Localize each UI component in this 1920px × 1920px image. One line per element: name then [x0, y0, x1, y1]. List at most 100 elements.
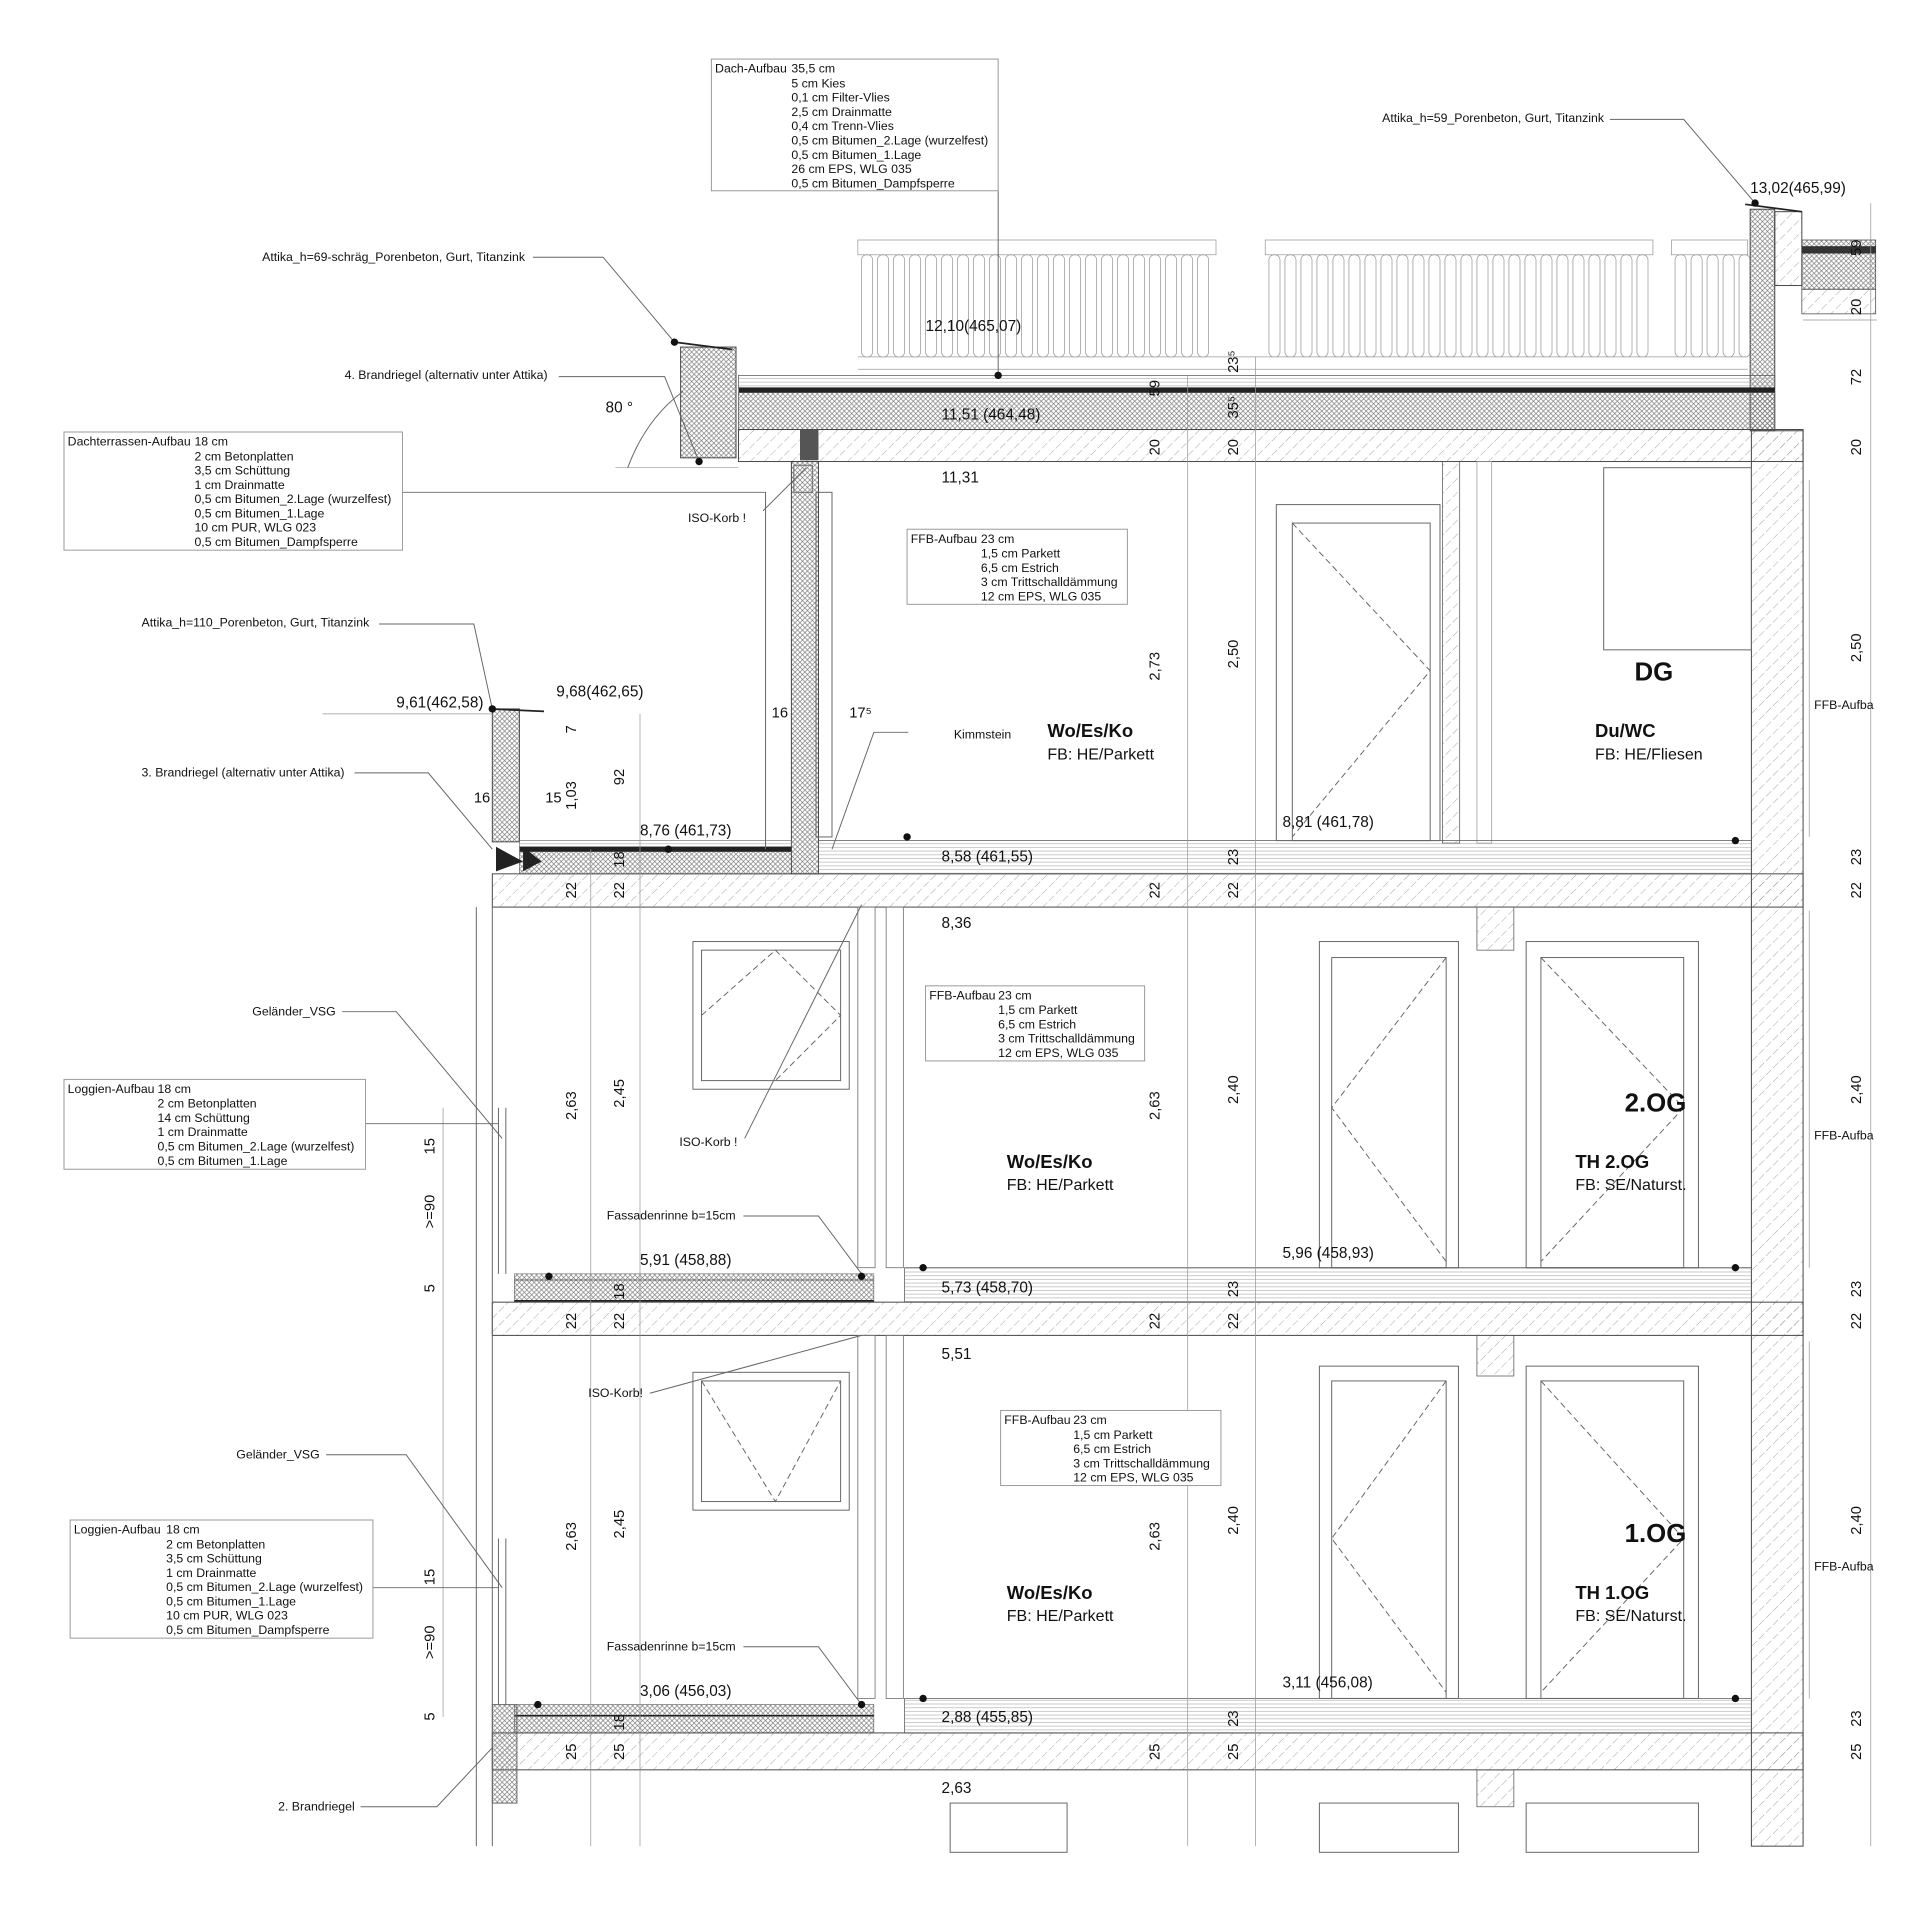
baluster — [877, 254, 889, 358]
dimension-text: 23 — [1226, 849, 1242, 865]
dimension-text: 23 — [1849, 849, 1865, 865]
room-name: TH 2.OG — [1575, 1151, 1649, 1172]
box-item: 0,5 cm Bitumen_1.Lage — [791, 148, 921, 162]
level-mark: 8,58 (461,55) — [942, 849, 1033, 866]
level-mark: 8,81 (461,78) — [1282, 814, 1373, 831]
dimension-text: 2,50 — [1849, 633, 1865, 662]
dimension-text: 23 — [1226, 1710, 1242, 1726]
baluster — [989, 254, 1001, 358]
box-item: 2 cm Betonplatten — [158, 1097, 257, 1111]
note-label: 4. Brandriegel (alternativ unter Attika) — [345, 368, 548, 382]
dimension-text: 2,40 — [1849, 1075, 1865, 1104]
box-total: 23 cm — [998, 988, 1031, 1002]
box-frame — [63, 431, 403, 551]
note-label: Attika_h=110_Porenbeton, Gurt, Titanzink — [142, 615, 371, 629]
baluster — [1706, 254, 1719, 358]
box-frame — [69, 1519, 374, 1639]
baluster — [1738, 254, 1751, 358]
baluster — [1524, 254, 1537, 358]
box-item: 3 cm Trittschalldämmung — [981, 575, 1118, 589]
box-item: 0,5 cm Bitumen_2.Lage (wurzelfest) — [166, 1580, 363, 1594]
windows — [692, 464, 850, 1511]
dimension-text: 18 — [612, 1714, 628, 1730]
dimension-text: 2,40 — [1226, 1075, 1242, 1104]
box-total: 23 cm — [1073, 1413, 1107, 1427]
dimension-text: 25 — [1849, 1744, 1865, 1760]
dimension-text: 2,63 — [1147, 1091, 1163, 1120]
baluster — [1690, 254, 1703, 358]
dimension-text: 35⁵ — [1226, 396, 1242, 419]
box-item: 0,5 cm Bitumen_1.Lage — [166, 1594, 296, 1608]
box-title: FFB-Aufbau — [911, 532, 977, 546]
box-item: 10 cm PUR, WLG 023 — [194, 521, 316, 535]
baluster — [1181, 254, 1193, 358]
storey-label: DG — [1634, 659, 1673, 687]
dimension-text: 25 — [564, 1744, 580, 1760]
baluster — [1332, 254, 1345, 358]
dimension-text: 2,50 — [1226, 640, 1242, 669]
box-item: 12 cm EPS, WLG 035 — [981, 589, 1101, 603]
box-item: 3,5 cm Schüttung — [166, 1552, 262, 1566]
baluster — [1037, 254, 1049, 358]
dimension-text: 2,45 — [612, 1079, 628, 1108]
dimension-text: 22 — [1849, 882, 1865, 898]
baluster — [1444, 254, 1457, 358]
baluster — [1476, 254, 1489, 358]
box-item: 10 cm PUR, WLG 023 — [166, 1609, 288, 1623]
note-label: 3. Brandriegel (alternativ unter Attika) — [142, 766, 345, 780]
box-item: 1 cm Drainmatte — [166, 1566, 256, 1580]
dimension-text: 15 — [422, 1569, 438, 1585]
dg-terrace — [489, 708, 792, 875]
box-item: 1 cm Drainmatte — [194, 478, 284, 492]
note-label: Fassadenrinne b=15cm — [607, 1209, 736, 1223]
right-parapet — [1745, 203, 1877, 432]
box-frame — [63, 1078, 367, 1170]
dimension-text: 25 — [612, 1744, 628, 1760]
baluster — [1101, 254, 1113, 358]
dimension-text: 23⁵ — [1226, 350, 1242, 373]
baluster — [1364, 254, 1377, 358]
box-total: 18 cm — [194, 435, 228, 449]
room-name: Du/WC — [1595, 720, 1655, 741]
room-name: Wo/Es/Ko — [1047, 720, 1133, 741]
level-mark: 12,10(465,07) — [926, 318, 1022, 335]
box-total: 18 cm — [166, 1523, 200, 1537]
baluster — [1722, 254, 1735, 358]
level-mark: 9,68(462,65) — [556, 684, 643, 701]
dimension-text: 22 — [612, 1313, 628, 1329]
level-mark: 11,51 (464,48) — [942, 407, 1041, 424]
box-title: FFB-Aufbau — [1004, 1413, 1070, 1427]
baluster — [1348, 254, 1361, 358]
baluster — [1492, 254, 1505, 358]
box-title: FFB-Aufbau — [929, 988, 995, 1002]
baluster — [941, 254, 953, 358]
box-item: 0,4 cm Trenn-Vlies — [791, 119, 894, 133]
baluster — [893, 254, 905, 358]
dimension-text: 22 — [1147, 1313, 1163, 1329]
dimension-text: 23 — [1849, 1710, 1865, 1726]
angle-label: 80 ° — [606, 399, 634, 416]
dimension-text: 22 — [612, 882, 628, 898]
roof-railings — [857, 239, 1749, 370]
level-mark: 2,63 — [942, 1780, 972, 1797]
baluster — [1540, 254, 1553, 358]
box-total: 18 cm — [158, 1082, 191, 1096]
note-label: Geländer_VSG — [236, 1447, 319, 1461]
baluster — [1604, 254, 1617, 358]
box-item: 6,5 cm Estrich — [981, 561, 1059, 575]
dimension-text: 20 — [1147, 439, 1163, 455]
box-item: 0,1 cm Filter-Vlies — [791, 91, 889, 105]
storey-label: 1.OG — [1625, 1520, 1687, 1548]
box-item: 14 cm Schüttung — [158, 1111, 250, 1125]
floor-1og — [491, 1698, 1804, 1771]
baluster — [1149, 254, 1161, 358]
dg-exterior-wall — [790, 461, 819, 875]
box-item: 3 cm Trittschalldämmung — [1073, 1456, 1210, 1470]
